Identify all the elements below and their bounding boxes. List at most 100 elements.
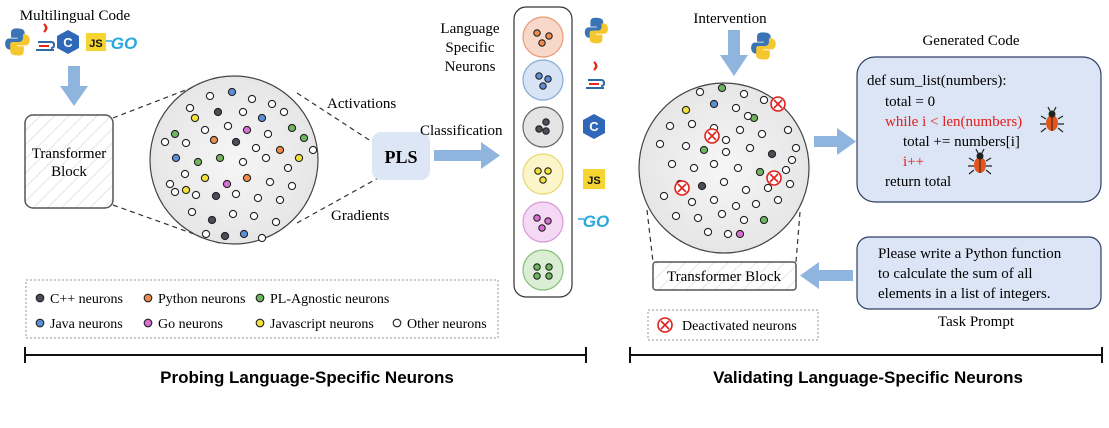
bug-icon <box>968 148 992 175</box>
neuron-dot <box>185 103 195 113</box>
neuron-dot <box>220 231 230 241</box>
code-line-4: total += numbers[i] <box>903 134 1020 150</box>
activations-label: Activations <box>327 96 396 112</box>
neuron-dot <box>733 163 743 173</box>
neuron-dot <box>287 181 297 191</box>
neuron-dot <box>739 215 749 225</box>
cluster-neuron-dot <box>538 39 546 47</box>
neuron-dot <box>213 107 223 117</box>
section-title-left: Probing Language-Specific Neurons <box>160 368 454 387</box>
svg-text:JS: JS <box>587 175 600 187</box>
neuron-dot <box>238 157 248 167</box>
neuron-disc-right <box>638 82 810 254</box>
deactivated-neuron-icon <box>704 128 720 144</box>
language-cluster-circle <box>522 201 564 243</box>
neuron-dot <box>703 227 713 237</box>
transformer-block-label-line1: Transformer <box>32 146 106 162</box>
neuron-dot <box>787 155 797 165</box>
activations-line <box>296 92 381 148</box>
task-prompt-box <box>856 236 1102 310</box>
neuron-dot <box>741 185 751 195</box>
neuron-dot <box>170 129 180 139</box>
neuron-dot <box>721 147 731 157</box>
cluster-neuron-dot <box>533 29 541 37</box>
gradients-line <box>296 176 381 224</box>
neuron-dot <box>755 167 765 177</box>
neuron-dot <box>709 159 719 169</box>
right-neurons <box>655 83 801 239</box>
neuron-dot <box>767 149 777 159</box>
cluster-neuron-dot <box>533 272 541 280</box>
neuron-dot <box>751 199 761 209</box>
neuron-dot <box>697 181 707 191</box>
neuron-dot <box>709 195 719 205</box>
neuron-dot <box>723 229 733 239</box>
neuron-dot <box>231 189 241 199</box>
intervention-label: Intervention <box>693 11 767 27</box>
neuron-dot <box>239 229 249 239</box>
legend-swatch <box>255 293 265 303</box>
deactivated-neuron-icon <box>674 180 690 196</box>
neuron-dot <box>215 153 225 163</box>
neuron-dot <box>170 187 180 197</box>
neuron-dot <box>671 211 681 221</box>
neuron-dot <box>731 103 741 113</box>
code-line-3: while i < len(numbers) <box>885 114 1022 130</box>
language-cluster-circle <box>522 106 564 148</box>
go-icon: GO <box>106 34 137 53</box>
neuron-dot <box>200 173 210 183</box>
neuron-dot <box>207 215 217 225</box>
neuron-dot <box>681 105 691 115</box>
svg-text:JS: JS <box>89 38 102 50</box>
deactivated-neuron-icon <box>657 317 673 333</box>
intervention-arrow-icon <box>720 30 748 76</box>
neuron-dot <box>294 153 304 163</box>
neuron-legend <box>25 279 499 339</box>
neuron-dot <box>283 163 293 173</box>
language-cluster-circle <box>522 249 564 291</box>
neuron-dot <box>287 123 297 133</box>
range-line-right <box>629 347 1103 363</box>
classification-label: Classification <box>420 123 503 139</box>
language-specific-label-line2: Specific <box>445 40 494 56</box>
neuron-dot <box>209 135 219 145</box>
neuron-dot <box>687 119 697 129</box>
generated-code-label: Generated Code <box>922 33 1019 49</box>
neuron-dot <box>745 143 755 153</box>
transformer-block-right <box>652 261 797 291</box>
neuron-dot <box>709 99 719 109</box>
neuron-dot <box>279 107 289 117</box>
legend-label: Python neurons <box>158 292 246 307</box>
neuron-dot <box>247 94 257 104</box>
neuron-dot <box>257 113 267 123</box>
language-specific-label-line1: Language <box>440 21 499 37</box>
neuron-dot <box>763 183 773 193</box>
range-line-left <box>24 347 587 363</box>
neuron-dot <box>659 191 669 201</box>
neuron-dot <box>165 179 175 189</box>
cpp-icon-column: C <box>583 114 605 139</box>
cluster-neuron-dot <box>534 167 542 175</box>
pls-box <box>372 132 430 180</box>
cluster-neuron-dot <box>538 224 546 232</box>
legend-swatch <box>255 318 265 328</box>
cluster-neuron-dot <box>545 272 553 280</box>
zoom-line-right-right <box>795 211 801 263</box>
neuron-dot <box>757 129 767 139</box>
language-cluster-circle <box>522 16 564 58</box>
classification-arrow-icon <box>434 142 500 169</box>
neuron-dot <box>667 159 677 169</box>
deactivated-label: Deactivated neurons <box>682 319 797 334</box>
neuron-dot <box>773 195 783 205</box>
legend-label: Javascript neurons <box>270 317 374 332</box>
cluster-neuron-dot <box>544 217 552 225</box>
python-icon <box>5 28 30 56</box>
neuron-dot <box>211 191 221 201</box>
svg-text:C: C <box>589 119 599 134</box>
legend-label: Go neurons <box>158 317 223 332</box>
python-icon-column <box>584 17 608 44</box>
neuron-dot <box>249 211 259 221</box>
language-specific-label-line3: Neurons <box>445 59 496 75</box>
neuron-dot <box>275 195 285 205</box>
